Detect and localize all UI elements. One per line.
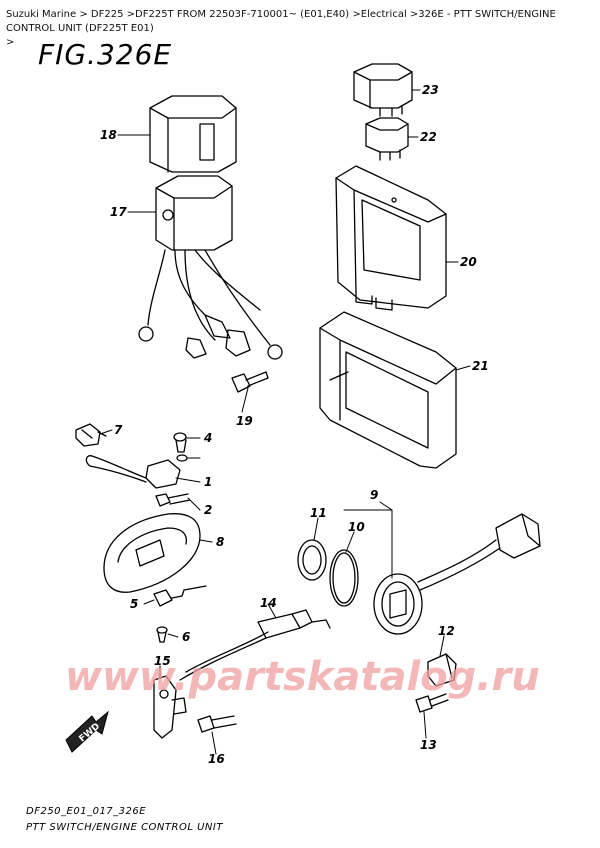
callout-10[interactable]: 10 [348,520,365,534]
part-2-bolt [155,493,191,507]
breadcrumb-item-variant[interactable]: DF225T FROM 22503F-710001~ (E01,E40) [135,9,350,20]
callout-8[interactable]: 8 [216,535,225,549]
watermark: www.partskatalog.ru [65,654,540,700]
callout-16[interactable]: 16 [208,752,225,766]
part-19-bolt [231,371,269,393]
callout-1[interactable]: 1 [204,475,213,489]
callout-5[interactable]: 5 [130,597,139,611]
callout-14[interactable]: 14 [260,596,277,610]
fwd-arrow [65,710,109,753]
part-20-ecu [335,165,447,311]
callout-21[interactable]: 21 [472,359,489,373]
callout-6[interactable]: 6 [182,630,191,644]
part-12-clip [427,653,457,687]
part-22-relay [365,117,409,161]
leader-lines [99,89,471,755]
callout-19[interactable]: 19 [236,414,253,428]
part-16-screw [197,715,237,733]
part-11-ring [297,539,327,581]
callout-11[interactable]: 11 [310,506,327,520]
part-18-cap [149,95,237,173]
callout-18[interactable]: 18 [100,128,117,142]
callout-23[interactable]: 23 [422,83,439,97]
breadcrumb-item-category[interactable]: Electrical [360,9,407,20]
diagram-code: DF250_E01_017_326E [26,806,147,817]
callout-13[interactable]: 13 [420,738,437,752]
callout-4[interactable]: 4 [204,431,213,445]
part-8-housing [103,513,201,593]
part-17-module [138,175,283,360]
part-3-washer [176,454,188,462]
part-4-screw [173,432,187,453]
breadcrumb-item-brand[interactable]: Suzuki Marine [6,9,77,20]
breadcrumb: Suzuki Marine > DF225 >DF225T FROM 22503… [6,9,556,48]
callout-12[interactable]: 12 [438,624,455,638]
callout-2[interactable]: 2 [204,503,213,517]
breadcrumb-item-model[interactable]: DF225 [90,9,124,20]
part-21-cover [319,311,457,469]
breadcrumb-trailing: > [6,37,15,48]
breadcrumb-item-current: 326E - PTT SWITCH/ENGINE CONTROL UNIT (D… [6,9,556,34]
part-23-relay [353,63,413,117]
part-13-bolt [415,693,449,713]
part-10-oring [329,549,359,607]
figure-title: FIG.326E [38,38,173,71]
callout-15[interactable]: 15 [154,654,171,668]
callout-7[interactable]: 7 [114,423,123,437]
callout-9[interactable]: 9 [370,488,379,502]
callout-17[interactable]: 17 [110,205,127,219]
part-5-sensor [153,585,207,607]
part-15-bracket [153,675,187,739]
part-14-harness [179,609,331,681]
part-1-switch [85,455,181,489]
callout-20[interactable]: 20 [460,255,477,269]
diagram-caption: PTT SWITCH/ENGINE CONTROL UNIT [26,822,223,833]
part-7-clip [75,423,107,447]
part-9-switch [373,513,541,635]
part-6-screw [156,626,168,643]
callout-22[interactable]: 22 [420,130,437,144]
